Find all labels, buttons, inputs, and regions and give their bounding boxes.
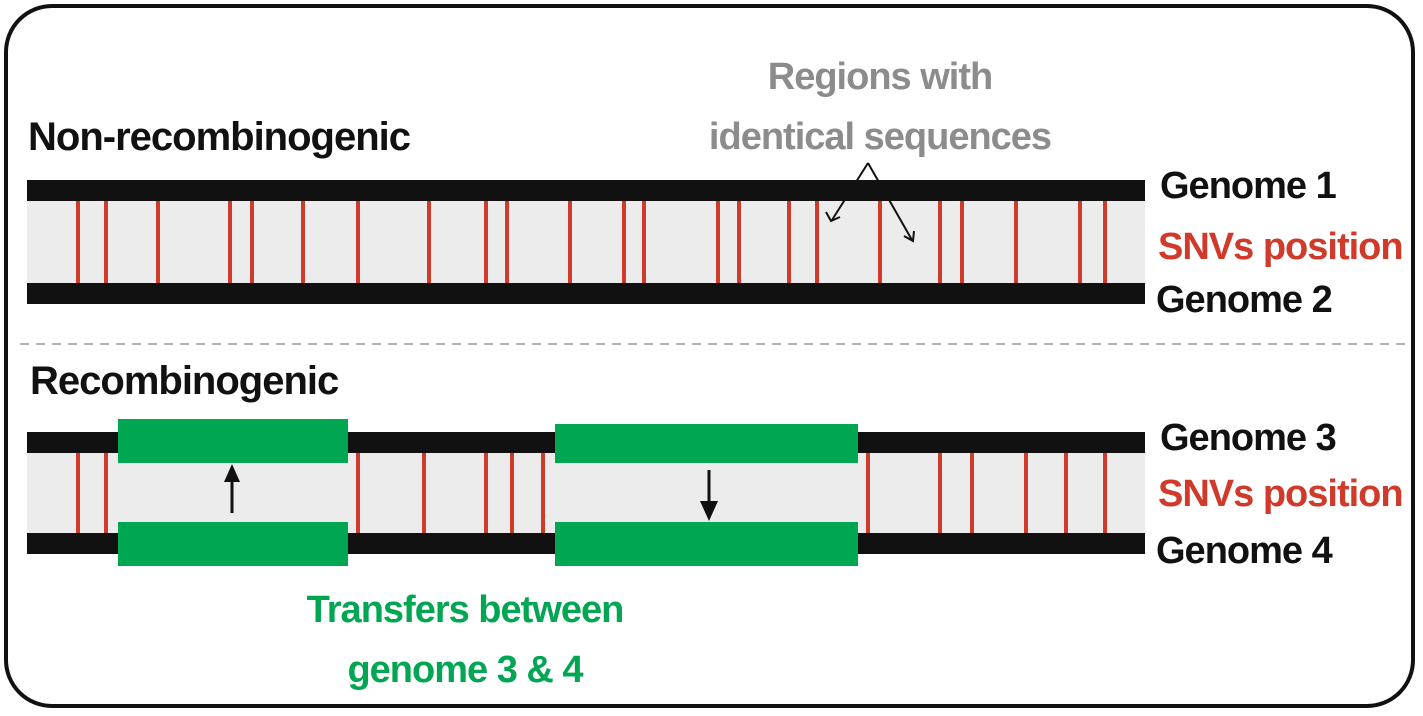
genome-1-line — [27, 180, 1145, 201]
snv-mark-panel-1-12 — [622, 200, 626, 284]
transfers-line-1: Transfers between — [306, 589, 625, 631]
snv-mark-panel-1-17 — [815, 200, 819, 284]
transfer-block-2-bottom — [555, 522, 858, 566]
snv-mark-panel-1-14 — [716, 200, 720, 284]
snv-mark-panel-1-19 — [938, 200, 942, 284]
genome-4-label: Genome 4 — [1156, 530, 1333, 572]
transfer-arrow-down — [700, 470, 718, 521]
snv-mark-panel-1-1 — [76, 200, 80, 284]
snv-mark-panel-1-5 — [250, 200, 254, 284]
gap-band-1 — [27, 200, 1145, 284]
snv-marks-panel-2 — [76, 452, 1107, 534]
snv-marks-panel-1 — [76, 200, 1107, 284]
snv-mark-panel-1-11 — [568, 200, 572, 284]
snv-mark-panel-2-5 — [484, 452, 488, 534]
snv-mark-panel-2-1 — [76, 452, 80, 534]
snv-mark-panel-2-13 — [1103, 452, 1107, 534]
snv-mark-panel-2-6 — [510, 452, 514, 534]
snv-mark-panel-2-7 — [541, 452, 545, 534]
snv-mark-panel-1-15 — [737, 200, 741, 284]
snv-mark-panel-2-11 — [1024, 452, 1028, 534]
identical-regions-arrows — [825, 162, 915, 243]
snv-mark-panel-2-9 — [938, 452, 942, 534]
snv-mark-panel-2-3 — [356, 452, 360, 534]
recombinogenic-title: Recombinogenic — [30, 359, 339, 403]
snv-mark-panel-2-8 — [866, 452, 870, 534]
transfers-note: Transfers between genome 3 & 4 — [280, 580, 650, 700]
snv-position-label-1: SNVs position — [1158, 226, 1404, 268]
snv-mark-panel-1-7 — [356, 200, 360, 284]
snv-mark-panel-1-3 — [156, 200, 160, 284]
transfer-block-1-bottom — [118, 522, 348, 566]
diagram-frame — [4, 4, 1415, 708]
snv-mark-panel-1-4 — [228, 200, 232, 284]
identical-regions-line-2: identical sequences — [708, 116, 1052, 158]
snv-mark-panel-1-23 — [1103, 200, 1107, 284]
genome-2-label: Genome 2 — [1156, 279, 1333, 321]
gap-band-2 — [27, 452, 1145, 535]
transfer-block-2-top — [555, 424, 858, 463]
snv-mark-panel-1-21 — [1014, 200, 1018, 284]
snv-mark-panel-2-4 — [422, 452, 426, 534]
genome-2-line — [27, 283, 1145, 304]
arrow-right — [867, 162, 913, 241]
non-recombinogenic-title: Non-recombinogenic — [28, 115, 411, 159]
snv-mark-panel-1-16 — [787, 200, 791, 284]
snv-mark-panel-1-9 — [484, 200, 488, 284]
snv-mark-panel-1-18 — [878, 200, 882, 284]
identical-regions-note: Regions with identical sequences — [700, 47, 1060, 167]
snv-mark-panel-1-10 — [505, 200, 509, 284]
genome-1-label: Genome 1 — [1160, 165, 1337, 207]
transfer-block-1-top — [118, 419, 348, 463]
transfer-arrow-up — [224, 464, 240, 513]
snv-mark-panel-1-20 — [960, 200, 964, 284]
arrow-left — [831, 162, 869, 221]
arrow-right-head — [903, 230, 915, 243]
genome-3-label: Genome 3 — [1160, 417, 1337, 459]
snv-mark-panel-1-8 — [427, 200, 431, 284]
snv-mark-panel-2-10 — [970, 452, 974, 534]
snv-mark-panel-1-2 — [104, 200, 108, 284]
snv-mark-panel-1-22 — [1078, 200, 1082, 284]
snv-mark-panel-2-2 — [104, 452, 108, 534]
transfers-line-2: genome 3 & 4 — [347, 649, 583, 691]
identical-regions-line-1: Regions with — [767, 56, 993, 98]
snv-mark-panel-1-6 — [301, 200, 305, 284]
arrow-left-head — [825, 211, 841, 223]
snv-position-label-2: SNVs position — [1158, 473, 1404, 515]
snv-mark-panel-1-13 — [642, 200, 646, 284]
snv-mark-panel-2-12 — [1064, 452, 1068, 534]
